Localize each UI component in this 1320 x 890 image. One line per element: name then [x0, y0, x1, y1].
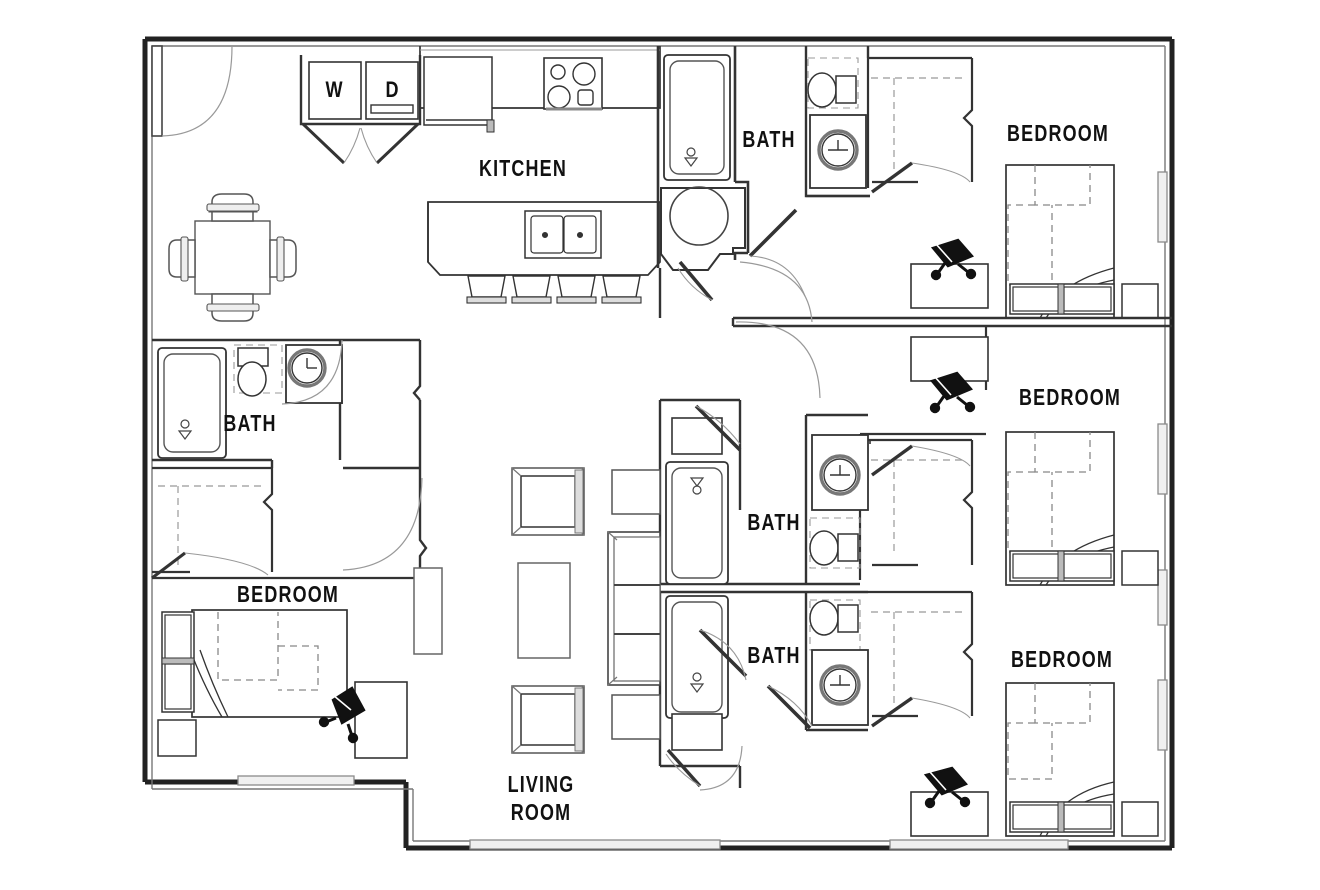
- hall-wall-mid: [731, 316, 1172, 328]
- bedroom-top-right-furniture: [910, 164, 1159, 319]
- closet-top-right: [806, 56, 974, 198]
- washer-label: W: [325, 77, 343, 102]
- bath-top: [656, 46, 870, 302]
- bedroom-mid-right-furniture: [910, 336, 1159, 586]
- dining-set: [168, 193, 297, 322]
- hall-doors: [735, 261, 821, 399]
- entry-door: [151, 45, 233, 137]
- kitchen-counter-run: [419, 46, 661, 133]
- bath-left: [152, 338, 428, 580]
- bedroom-bottom-right-furniture: [910, 682, 1159, 837]
- dryer-label: D: [385, 77, 399, 102]
- closet-bottom-right: [868, 590, 974, 728]
- windows: [237, 171, 1168, 850]
- living-room-furniture: [413, 467, 661, 754]
- closet-bedroom-left: [151, 466, 420, 580]
- kitchen-island: [427, 201, 661, 304]
- closet-mid-right: [868, 438, 974, 567]
- bedroom-left-furniture: [157, 609, 408, 759]
